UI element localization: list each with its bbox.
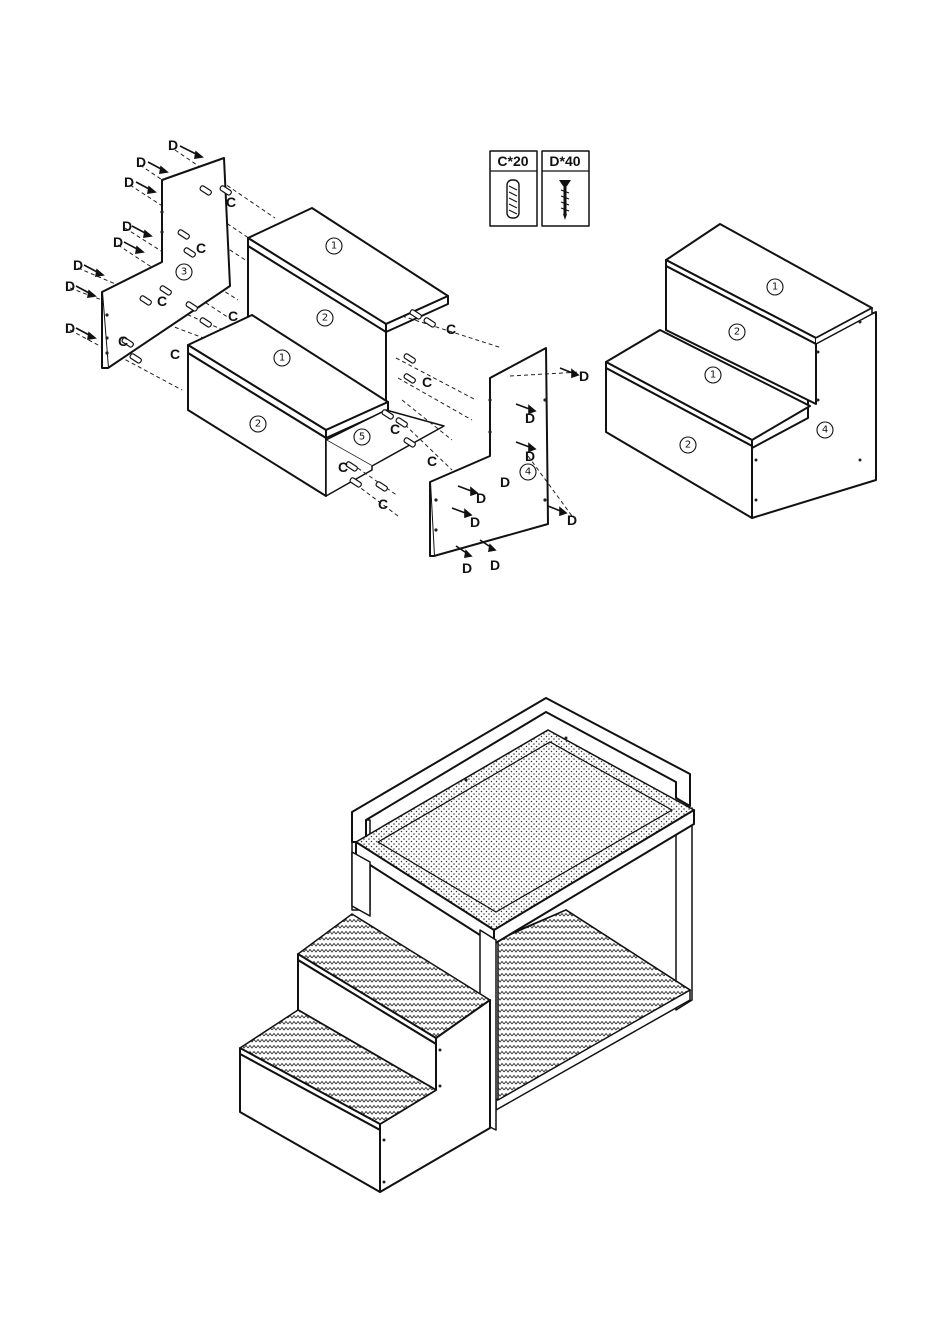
svg-text:2: 2 <box>734 327 740 338</box>
svg-text:5: 5 <box>359 432 365 443</box>
screw-label: D <box>476 490 486 506</box>
screw-label: D <box>525 410 535 426</box>
part-2-lower-number-badge: 2 <box>250 416 266 432</box>
screw-label: D <box>567 512 577 528</box>
assembled-part-1-upper-badge: 1 <box>767 279 783 295</box>
screw-label: D <box>525 448 535 464</box>
dowel-label: C <box>170 346 180 362</box>
screw-label: D <box>470 514 480 530</box>
svg-text:2: 2 <box>322 313 328 324</box>
svg-text:1: 1 <box>279 353 285 364</box>
svg-text:1: 1 <box>772 282 778 293</box>
screw-label: D <box>73 257 83 273</box>
part-5-number-badge: 5 <box>354 429 370 445</box>
dowel-label: C <box>446 321 456 337</box>
assembled-part-2-lower-badge: 2 <box>680 437 696 453</box>
svg-text:3: 3 <box>181 267 187 278</box>
dowel-code-label: C*20 <box>497 153 528 169</box>
screw-label: D <box>136 154 146 170</box>
screw-label: D <box>122 218 132 234</box>
dowel-label: C <box>118 333 128 349</box>
svg-text:2: 2 <box>685 440 691 451</box>
assembled-part-1-lower-badge: 1 <box>705 367 721 383</box>
dowel-label: C <box>226 194 236 210</box>
screw-label: D <box>124 174 134 190</box>
dowel-label: C <box>378 496 388 512</box>
dowel-label: C <box>228 308 238 324</box>
screw-label: D <box>500 474 510 490</box>
part-1-upper-number-badge: 1 <box>326 238 342 254</box>
svg-text:1: 1 <box>710 370 716 381</box>
final-bed-with-steps <box>240 698 694 1192</box>
screw-label: D <box>65 320 75 336</box>
screw-code-label: D*40 <box>549 153 580 169</box>
svg-text:1: 1 <box>331 241 337 252</box>
hardware-key-screw: D*40 <box>542 151 589 226</box>
dowel-label: C <box>196 240 206 256</box>
screw-label: D <box>462 560 472 576</box>
hardware-key-dowel: C*20 <box>490 151 537 226</box>
svg-text:2: 2 <box>255 419 261 430</box>
screw-label: D <box>65 278 75 294</box>
assembled-step-unit: 1 2 1 2 4 <box>606 224 876 518</box>
screw-label: D <box>168 137 178 153</box>
svg-text:4: 4 <box>525 467 531 478</box>
dowel-label: C <box>157 293 167 309</box>
svg-text:4: 4 <box>822 425 828 436</box>
dowel-label: C <box>427 453 437 469</box>
part-2-upper-number-badge: 2 <box>317 310 333 326</box>
screw-label: D <box>490 557 500 573</box>
part-4-right-side-panel: 4 <box>430 348 580 556</box>
screw-label: D <box>113 234 123 250</box>
dowel-label: C <box>338 459 348 475</box>
part-3-number-badge: 3 <box>176 264 192 280</box>
hardware-key: C*20 D*40 <box>490 151 589 226</box>
part-1-lower-number-badge: 1 <box>274 350 290 366</box>
assembled-part-4-badge: 4 <box>817 422 833 438</box>
dowel-label: C <box>422 374 432 390</box>
dowel-label: C <box>390 421 400 437</box>
part-4-number-badge: 4 <box>520 464 536 480</box>
dowel-icon <box>507 180 519 218</box>
screw-label: D <box>579 368 589 384</box>
assembled-part-2-upper-badge: 2 <box>729 324 745 340</box>
